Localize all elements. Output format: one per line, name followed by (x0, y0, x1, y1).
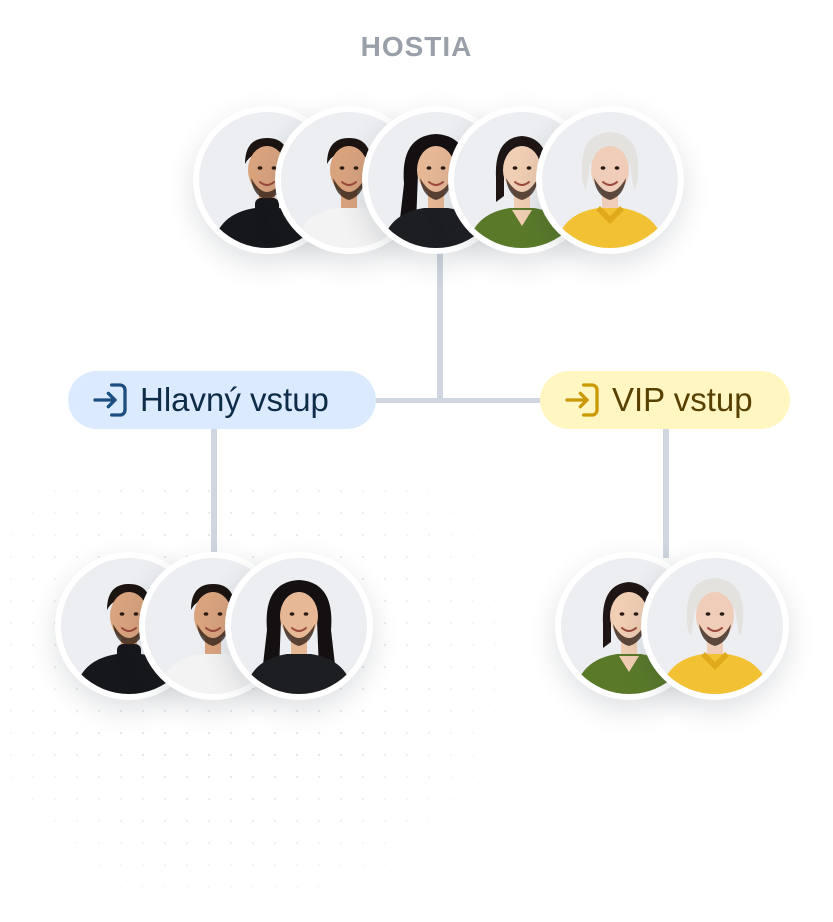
dot-grid-background (0, 480, 520, 920)
diagram-title: HOSTIA (360, 31, 473, 62)
login-icon (562, 380, 602, 420)
connector-trunk (437, 250, 443, 403)
avatar[interactable] (641, 552, 789, 700)
vip-entrance-pill[interactable]: VIP vstup (540, 371, 790, 429)
vip-entrance-label: VIP vstup (612, 381, 753, 418)
connector-vip-down (663, 428, 669, 558)
avatar[interactable] (225, 552, 373, 700)
login-icon (90, 380, 130, 420)
connector-horizontal (370, 398, 545, 403)
connector-main-down (211, 428, 217, 553)
avatar[interactable] (536, 106, 684, 254)
main-entrance-pill[interactable]: Hlavný vstup (68, 371, 376, 429)
main-entrance-label: Hlavný vstup (140, 381, 329, 418)
